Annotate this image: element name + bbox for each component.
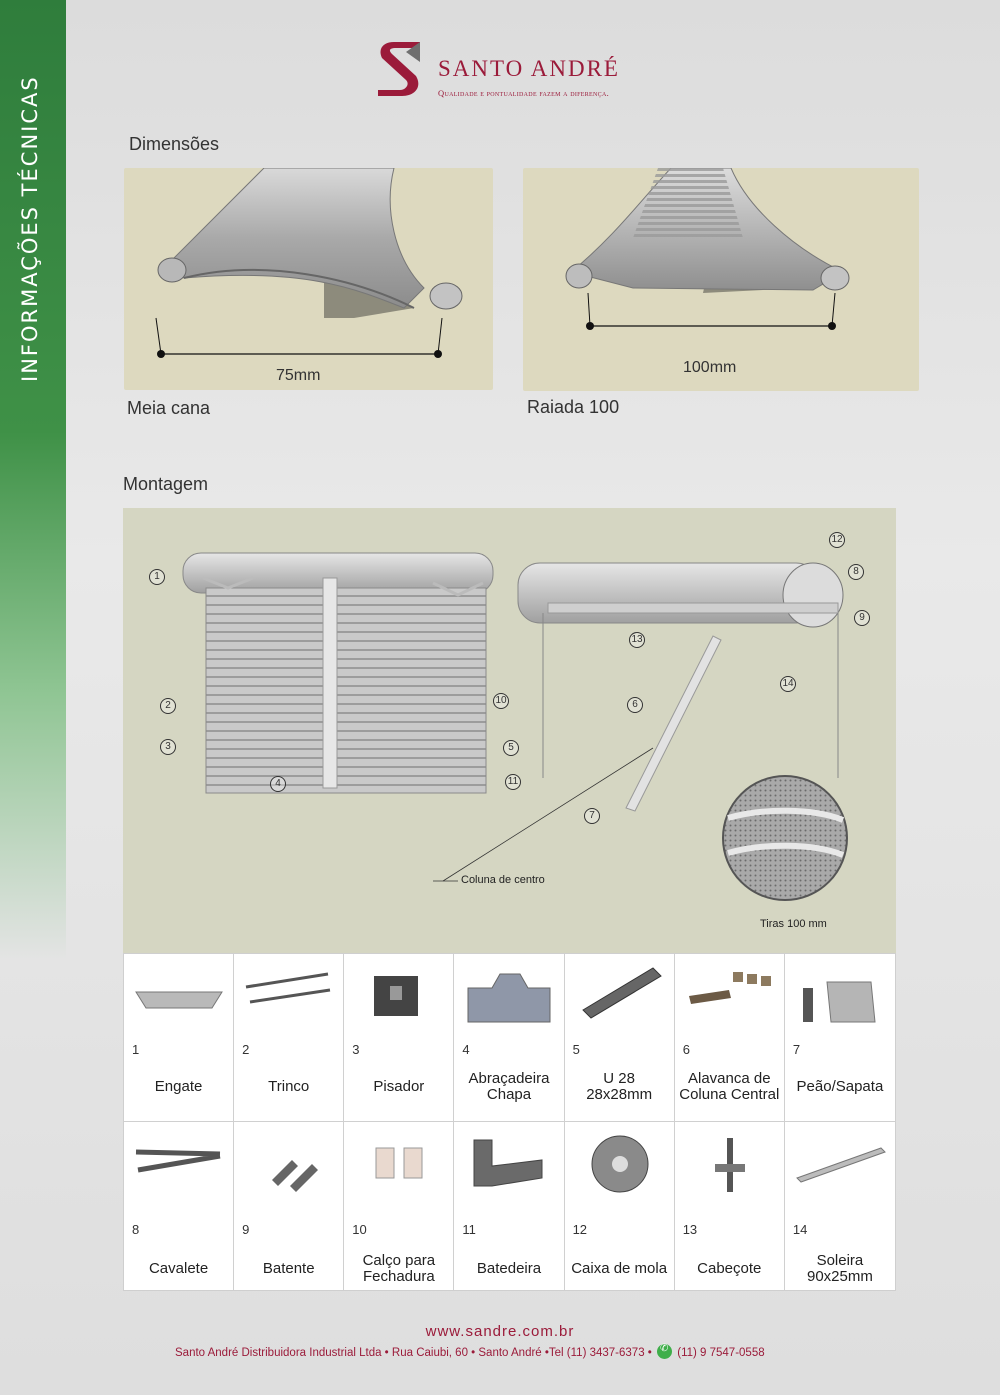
part-number: 8 <box>132 1222 140 1237</box>
part-number: 11 <box>462 1222 476 1237</box>
raiada-panel: 100mm <box>523 167 919 391</box>
abracadeira-icon <box>467 973 551 1023</box>
callout-13: 13 <box>629 632 645 648</box>
part-name: Cavalete <box>148 1260 209 1277</box>
santo-andre-logo-icon <box>378 42 420 96</box>
part-trinco: 2 Trinco <box>234 954 345 1122</box>
meia-cana-measure: 75mm <box>276 367 321 384</box>
callout-10: 10 <box>493 693 509 709</box>
meia-cana-caption: Meia cana <box>127 398 211 418</box>
raiada-profile-icon <box>565 167 850 330</box>
part-number: 12 <box>572 1222 588 1237</box>
parts-grid: 1 Engate 2 Trinco 3 Pisador 4 Abraçadeir… <box>123 953 896 1291</box>
part-name: Pisador <box>373 1078 425 1095</box>
part-name: Trinco <box>268 1078 310 1095</box>
brand-logo: SANTO ANDRÉ Qualidade e pontualidade faz… <box>376 40 636 104</box>
part-name: Batente <box>262 1260 315 1277</box>
callout-14: 14 <box>780 676 796 692</box>
soleira-icon <box>795 1147 886 1183</box>
part-number: 2 <box>242 1042 250 1057</box>
part-batedeira: 11 Batedeira <box>454 1122 565 1290</box>
part-pisador: 3 Pisador <box>344 954 455 1122</box>
part-number: 14 <box>792 1222 808 1237</box>
callout-11: 11 <box>505 774 521 790</box>
callout-5: 5 <box>503 740 519 756</box>
company-info: Santo André Distribuidora Industrial Ltd… <box>175 1343 765 1359</box>
company-address: Santo André Distribuidora Industrial Ltd… <box>175 1347 652 1359</box>
raiada-measure: 100mm <box>683 359 737 376</box>
part-caixa-mola: 12 Caixa de mola <box>565 1122 675 1290</box>
part-number: 6 <box>682 1042 690 1057</box>
part-number: 7 <box>792 1042 801 1057</box>
engate-icon <box>135 991 223 1009</box>
brand-tagline: Qualidade e pontualidade fazem a diferen… <box>438 88 609 98</box>
batente-icon <box>272 1160 319 1192</box>
brand-name: SANTO ANDRÉ <box>438 56 620 81</box>
part-calco-fechadura: 10 Calço para Fechadura <box>344 1122 455 1290</box>
part-name: U 28 28x28mm <box>586 1070 653 1103</box>
peao-sapata-icon <box>802 981 876 1023</box>
callout-8: 8 <box>848 564 864 580</box>
part-cavalete: 8 Cavalete <box>124 1122 235 1290</box>
part-peao-sapata: 7 Peão/Sapata <box>784 954 895 1122</box>
raiada-caption: Raiada 100 <box>527 397 620 417</box>
alavanca-icon <box>688 972 771 1004</box>
part-name: Abraçadeira Chapa <box>468 1070 550 1103</box>
caixa-de-mola-icon <box>591 1135 649 1193</box>
sidebar-band: INFORMAÇÕES TÉCNICAS <box>0 0 66 960</box>
whatsapp-number: (11) 9 7547-0558 <box>677 1347 765 1359</box>
part-name: Alavanca de Coluna Central <box>679 1070 780 1103</box>
calco-fechadura-icon <box>375 1147 423 1179</box>
sidebar-title: INFORMAÇÕES TÉCNICAS <box>18 75 42 382</box>
part-name: Calço para Fechadura <box>362 1252 436 1285</box>
part-name: Caixa de mola <box>571 1260 668 1277</box>
part-cabecote: 13 Cabeçote <box>675 1122 785 1290</box>
part-name: Peão/Sapata <box>796 1078 884 1095</box>
part-u28: 5 U 28 28x28mm <box>564 954 675 1122</box>
whatsapp-icon <box>657 1343 673 1359</box>
part-abracadeira: 4 Abraçadeira Chapa <box>454 954 565 1122</box>
callout-1: 1 <box>149 569 165 585</box>
callout-6: 6 <box>627 697 643 713</box>
callout-2: 2 <box>160 698 176 714</box>
part-number: 1 <box>132 1042 140 1057</box>
part-number: 5 <box>572 1042 580 1057</box>
callout-12: 12 <box>829 532 845 548</box>
roll-door-assembly-icon <box>182 552 848 901</box>
part-number: 13 <box>682 1222 698 1237</box>
coluna-de-centro-label: Coluna de centro <box>461 874 545 886</box>
part-name: Cabeçote <box>697 1260 762 1277</box>
pisador-icon <box>374 976 419 1016</box>
dimensoes-title: Dimensões <box>129 134 220 154</box>
part-number: 3 <box>352 1042 360 1057</box>
callout-7: 7 <box>584 808 600 824</box>
tiras-label: Tiras 100 mm <box>760 918 827 930</box>
montagem-diagram: 1 2 3 4 5 6 7 8 9 10 11 12 13 14 Coluna … <box>123 508 896 954</box>
part-alavanca: 6 Alavanca de Coluna Central <box>674 954 785 1122</box>
u28-profile-icon <box>581 967 662 1019</box>
montagem-title: Montagem <box>123 474 209 494</box>
cavalete-icon <box>135 1149 221 1173</box>
part-batente: 9 Batente <box>234 1122 345 1290</box>
part-engate: 1 Engate <box>124 954 235 1122</box>
website-link[interactable]: www.sandre.com.br <box>425 1323 575 1340</box>
callout-9: 9 <box>854 610 870 626</box>
batedeira-icon <box>473 1139 543 1187</box>
callout-4: 4 <box>270 776 286 792</box>
callout-3: 3 <box>160 739 176 755</box>
part-number: 10 <box>352 1222 367 1237</box>
trinco-icon <box>245 972 331 1004</box>
part-number: 9 <box>242 1222 250 1237</box>
part-name: Soleira 90x25mm <box>806 1252 873 1285</box>
part-soleira: 14 Soleira 90x25mm <box>785 1122 895 1290</box>
part-name: Engate <box>154 1078 203 1095</box>
part-name: Batedeira <box>476 1260 542 1277</box>
cabecote-icon <box>714 1138 745 1192</box>
part-number: 4 <box>462 1042 470 1057</box>
meia-cana-panel: 75mm <box>124 167 493 390</box>
meia-cana-profile-icon <box>155 167 463 358</box>
